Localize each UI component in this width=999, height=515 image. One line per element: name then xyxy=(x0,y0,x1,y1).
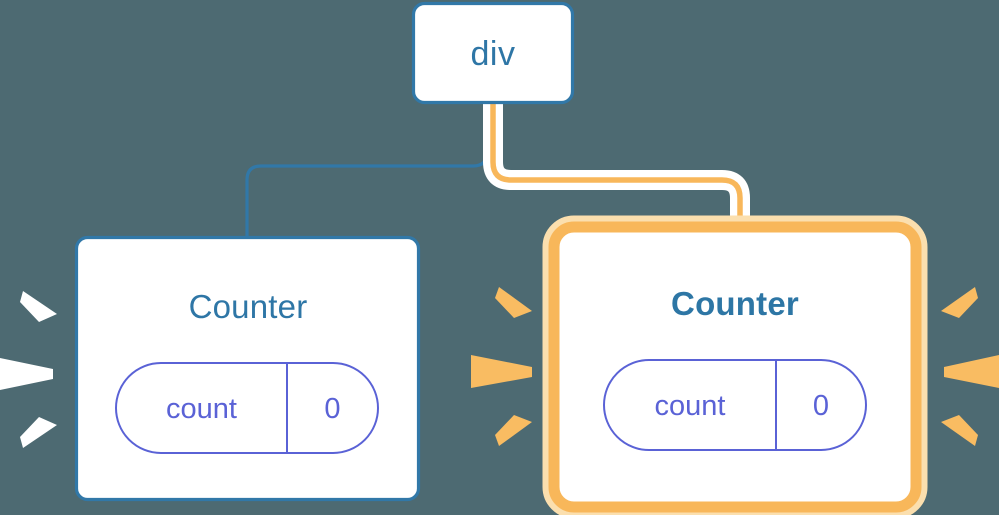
left-pill-outline xyxy=(115,362,379,454)
ray-white-top xyxy=(20,291,57,322)
left-counter-rays xyxy=(0,291,57,448)
left-counter-state-pill[interactable] xyxy=(115,362,379,454)
right-counter-glow xyxy=(542,215,928,515)
ray-orange-left-top xyxy=(495,287,532,318)
ray-orange-right-middle xyxy=(944,355,999,388)
ray-orange-left-bottom xyxy=(495,415,532,446)
ray-orange-left-middle xyxy=(471,355,532,388)
ray-orange-right-bottom xyxy=(941,415,978,446)
node-right-counter[interactable] xyxy=(542,215,928,515)
div-box[interactable] xyxy=(411,1,575,105)
ray-white-bottom xyxy=(20,417,57,448)
edge-root-to-right-counter xyxy=(490,103,743,232)
node-left-counter[interactable] xyxy=(74,235,421,502)
right-counter-state-pill[interactable] xyxy=(603,359,867,451)
right-counter-rays-left xyxy=(471,287,532,446)
node-div[interactable] xyxy=(411,1,575,105)
ray-orange-right-top xyxy=(941,287,978,318)
ray-white-middle xyxy=(0,358,53,390)
right-pill-outline xyxy=(603,359,867,451)
right-counter-rays-right xyxy=(941,287,999,446)
